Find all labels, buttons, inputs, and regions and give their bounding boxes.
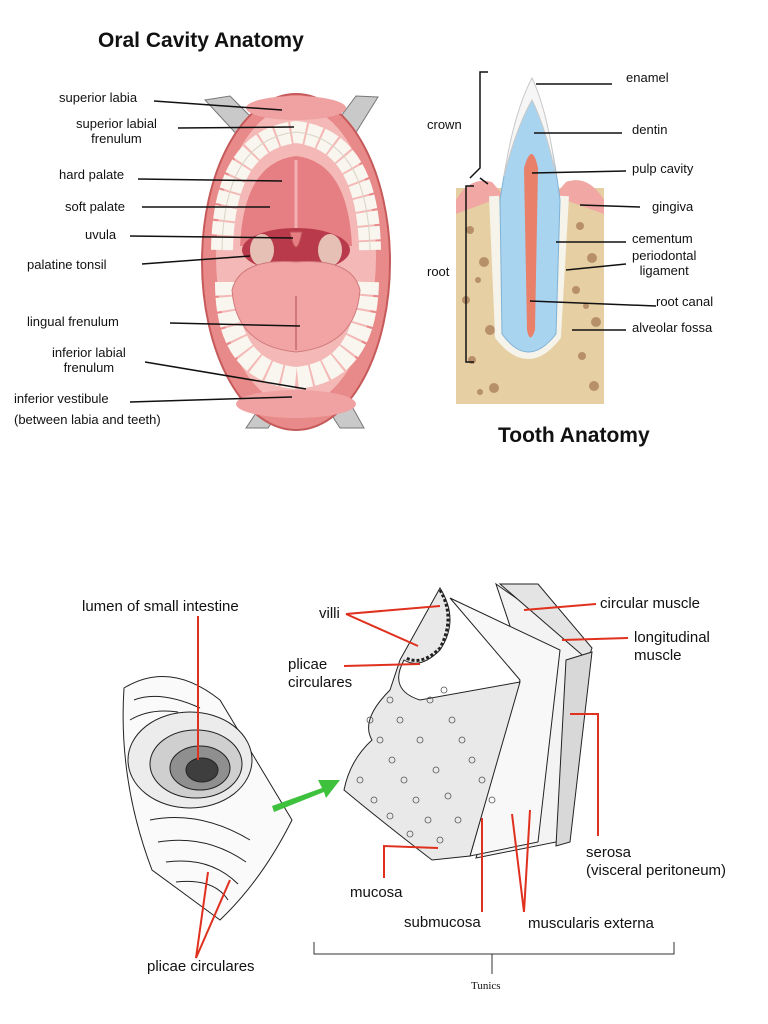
label-serosa: serosa (visceral peritoneum) (586, 844, 727, 879)
crown-bracket (469, 71, 488, 179)
label-circular-muscle: circular muscle (600, 595, 701, 612)
label-soft-palate: soft palate (65, 199, 125, 214)
label-inferior-vestibule: inferior vestibule (14, 391, 109, 406)
label-uvula: uvula (85, 227, 117, 242)
gingiva (456, 180, 504, 214)
label-longitudinal-muscle: longitudinal muscle (634, 629, 710, 664)
label-superior-labia: superior labia (59, 90, 138, 105)
label-pulp-cavity: pulp cavity (632, 161, 694, 176)
label-inferior-vestibule-note: (between labia and teeth) (14, 412, 161, 427)
label-root: root (427, 264, 450, 279)
label-periodontal-ligament: periodontal ligament (632, 248, 697, 278)
label-root-canal: root canal (656, 294, 714, 309)
label-muscularis-externa: muscularis externa (528, 915, 654, 932)
cross-section-block (343, 582, 593, 861)
label-mucosa: mucosa (350, 884, 403, 901)
tonsil-right (318, 234, 342, 266)
label-lumen: lumen of small intestine (82, 598, 239, 615)
label-plicae-circulares-top: plicae circulares (288, 656, 353, 691)
label-villi: villi (319, 605, 340, 622)
label-dentin: dentin (632, 122, 668, 137)
lower-teeth (215, 281, 379, 390)
label-hard-palate: hard palate (59, 167, 125, 182)
label-inferior-labial-frenulum: inferior labial frenulum (52, 345, 126, 375)
label-submucosa: submucosa (404, 914, 481, 931)
label-superior-labial-frenulum: superior labial frenulum (76, 116, 157, 146)
root-bracket (465, 185, 474, 363)
oral-cavity-title: Oral Cavity Anatomy (98, 29, 304, 52)
intestine-tube (122, 676, 293, 921)
label-cementum: cementum (632, 231, 693, 246)
label-crown: crown (427, 117, 462, 132)
tooth-anatomy-title: Tooth Anatomy (498, 424, 650, 447)
enamel (503, 76, 557, 177)
pulp-cavity (524, 154, 538, 338)
label-enamel: enamel (626, 70, 669, 85)
tonsil-left (250, 234, 274, 266)
green-arrow (272, 780, 340, 812)
label-plicae-circulares-bottom: plicae circulares (147, 958, 255, 975)
label-gingiva: gingiva (652, 199, 694, 214)
label-palatine-tonsil: palatine tonsil (27, 257, 107, 272)
label-alveolar-fossa: alveolar fossa (632, 320, 713, 335)
label-tunics: Tunics (471, 980, 501, 992)
label-lingual-frenulum: lingual frenulum (27, 314, 119, 329)
